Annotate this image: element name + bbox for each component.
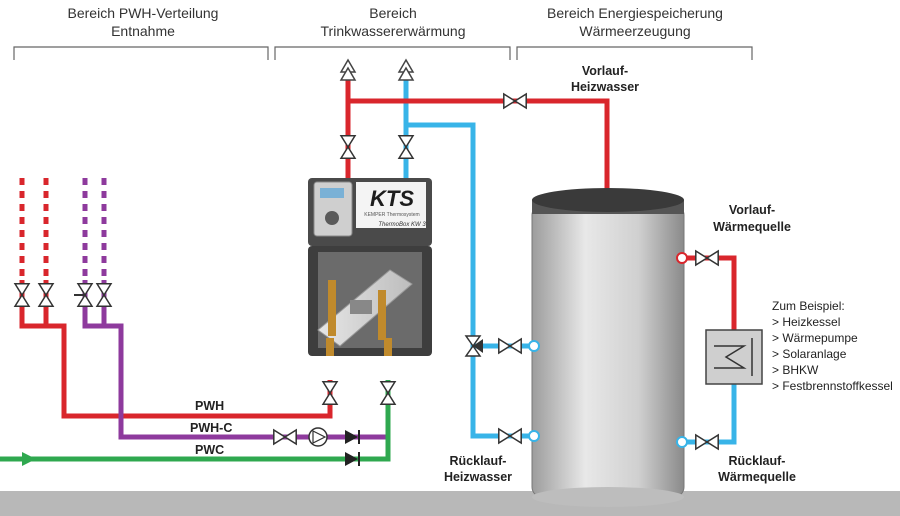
header-pwh-distribution-line1: Bereich PWH-Verteilung [68, 5, 219, 21]
vent-cap-hot [339, 58, 357, 81]
label-pwh: PWH [195, 399, 224, 413]
heating-flow-pipe [348, 98, 610, 195]
shutoff-valve-icon [498, 337, 522, 355]
pwh-pipe [19, 280, 333, 419]
vent-cap-cold [397, 58, 415, 81]
label-return-heating-water-1: Rücklauf- [450, 454, 507, 468]
shutoff-valve-icon [498, 427, 522, 445]
floor [0, 491, 900, 516]
label-return-heat-source-2: Wärmequelle [718, 470, 796, 484]
heat-source-return-pipe [684, 384, 737, 445]
shutoff-valve-icon [503, 92, 527, 110]
header-pwh-distribution-line2: Entnahme [111, 23, 175, 39]
label-flow-heating-water-2: Heizwasser [571, 80, 639, 94]
drinking-water-station [308, 178, 432, 356]
shutoff-valve-icon [321, 381, 339, 405]
shutoff-valve-icon [339, 135, 357, 159]
examples-item-4: > BHKW [772, 363, 819, 377]
label-pwh-c: PWH-C [190, 421, 232, 435]
shutoff-valve-icon [397, 135, 415, 159]
storage-tank [531, 188, 685, 507]
dashed-riser-group [19, 178, 107, 280]
label-pwc: PWC [195, 443, 224, 457]
station-brand: KTS [370, 186, 414, 211]
shutoff-valve-icon [37, 283, 55, 307]
valve-group [13, 92, 719, 451]
header-bracket-pwh [13, 46, 269, 60]
header-drinking-water-line2: Trinkwassererwärmung [321, 23, 466, 39]
examples-title: Zum Beispiel: [772, 299, 845, 313]
shutoff-valve-icon [76, 283, 94, 307]
check-valve-pwc [345, 452, 360, 466]
examples-item-5: > Festbrennstoffkessel [772, 379, 893, 393]
tank-ports [528, 252, 688, 448]
station-brand-sub: KEMPER Thermosystem [364, 212, 419, 218]
header-energy-storage-line2: Wärmeerzeugung [579, 23, 690, 39]
examples-item-3: > Solaranlage [772, 347, 847, 361]
circulation-pump-icon [308, 427, 328, 447]
pwc-inflow-arrow [22, 452, 36, 466]
shutoff-valve-icon [13, 283, 31, 307]
label-return-heating-water-2: Heizwasser [444, 470, 512, 484]
label-return-heat-source-1: Rücklauf- [729, 454, 786, 468]
label-flow-heating-water-1: Vorlauf- [582, 64, 628, 78]
heat-source-flow-pipe [684, 255, 737, 330]
three-way-valve [464, 335, 483, 357]
pwc-pipe [0, 380, 391, 462]
header-drinking-water-line1: Bereich [369, 5, 416, 21]
header-energy-storage-line1: Bereich Energiespeicherung [547, 5, 723, 21]
station-model: ThermoBox KW 3 [378, 222, 426, 228]
shutoff-valve-icon [95, 283, 113, 307]
label-flow-heat-source-1: Vorlauf- [729, 203, 775, 217]
shutoff-valve-icon [379, 381, 397, 405]
header-bracket-drinking [274, 46, 511, 60]
label-flow-heat-source-2: Wärmequelle [713, 220, 791, 234]
examples-item-1: > Heizkessel [772, 315, 840, 329]
shutoff-valve-icon [273, 428, 297, 446]
heat-source-exchanger-icon [705, 329, 763, 385]
header-bracket-energy [516, 46, 753, 60]
shutoff-valve-icon [695, 249, 719, 267]
examples-item-2: > Wärmepumpe [772, 331, 858, 345]
check-valve-pwh-c [345, 430, 360, 444]
shutoff-valve-icon [695, 433, 719, 451]
